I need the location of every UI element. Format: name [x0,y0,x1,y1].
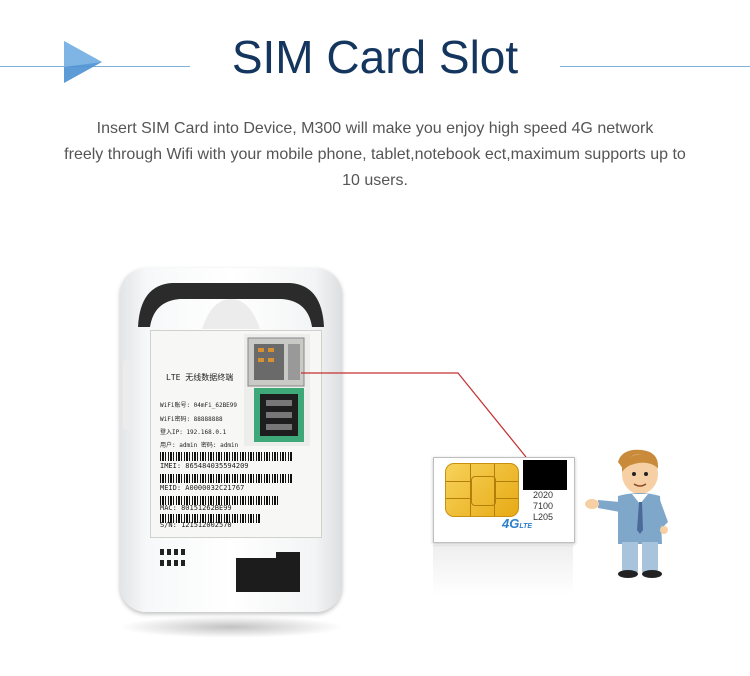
imei-barcode [160,452,292,461]
description-line-2: freely through Wifi with your mobile pho… [64,146,686,163]
cartoon-man-pointing [585,449,668,578]
chip-center-pad [471,476,496,506]
sim-black-block [523,460,567,490]
sticker-heading: LTE 无线数据终端 [166,373,234,382]
sticker-wifi-name: WiFi账号: 04mFi_62BE99 [160,402,238,409]
left-divider-line [0,66,190,67]
description: Insert SIM Card into Device, M300 will m… [0,116,750,194]
sim-number-2: 7100 [533,501,554,511]
logo-lte: LTE [519,523,533,530]
sticker-mac: MAC: 80151262BE99 [160,504,232,512]
play-arrow-icon [64,41,102,83]
sim-number-3: L205 [533,512,554,522]
chip-line [494,464,495,516]
callout-line [301,372,527,458]
sticker-meid: MEID: A0000032C21767 [160,484,245,492]
device-top-window [138,283,324,329]
chip-line [494,498,518,499]
sim-card-slot [244,334,310,446]
chip-line [494,481,518,482]
micro-sd-slot [236,552,300,592]
sim-chip [445,463,519,517]
chip-line [446,481,470,482]
mac-barcode [160,496,280,505]
page-title: SIM Card Slot [231,31,519,83]
4g-lte-logo: 4GLTE [502,516,532,531]
meid-barcode [160,474,292,483]
sticker-user: 用户: admin 密码: admin [160,442,239,449]
logo-4g: 4G [502,516,520,531]
chip-line [446,498,470,499]
side-button-left [123,360,130,430]
sim-number-1: 2020 [533,490,554,500]
sim-card-reflection [433,545,573,595]
description-line-3: 10 users. [342,172,408,189]
right-divider-line [560,66,750,67]
device-shadow [118,616,344,638]
description-line-1: Insert SIM Card into Device, M300 will m… [96,120,654,137]
contact-pins [160,549,186,555]
chip-line [470,464,471,516]
sticker-imei: IMEI: 865484035594209 [160,462,249,470]
sticker-login-ip: 登入IP: 192.168.0.1 [160,429,227,436]
sticker-sn: S/N: 121512002570 [160,521,232,529]
sticker-wifi-password: WiFi密码: 88888888 [160,416,223,423]
contact-pins-lower [160,560,186,566]
sn-barcode [160,514,260,523]
